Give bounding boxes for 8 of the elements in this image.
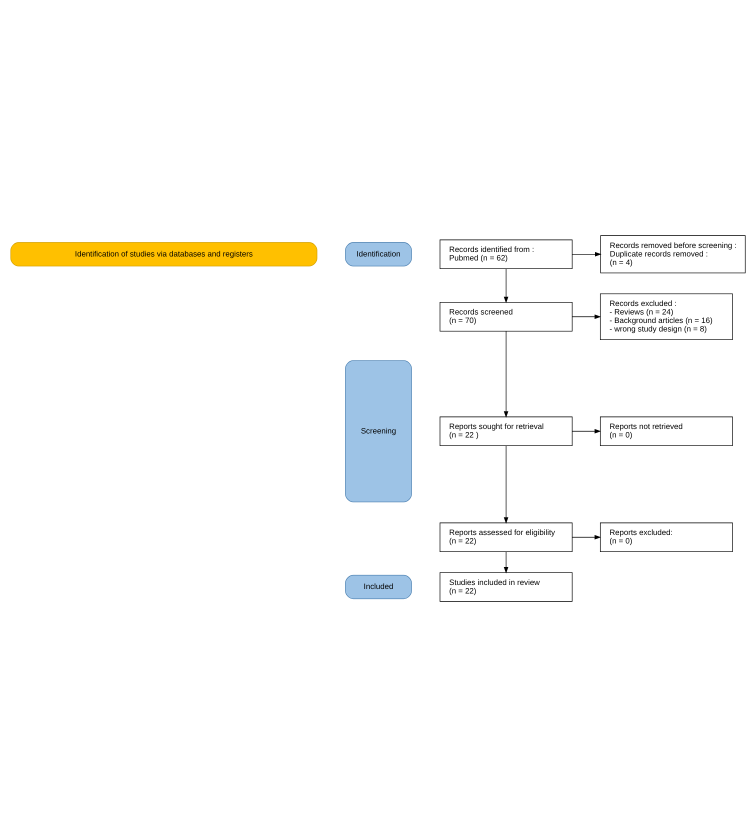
arrow bbox=[504, 268, 508, 303]
arrow bbox=[504, 445, 508, 524]
arrow bbox=[572, 428, 602, 434]
arrow bbox=[504, 550, 508, 574]
arrow bbox=[504, 330, 508, 418]
arrow bbox=[572, 534, 602, 540]
arrow bbox=[572, 251, 602, 256]
arrow bbox=[572, 314, 602, 319]
